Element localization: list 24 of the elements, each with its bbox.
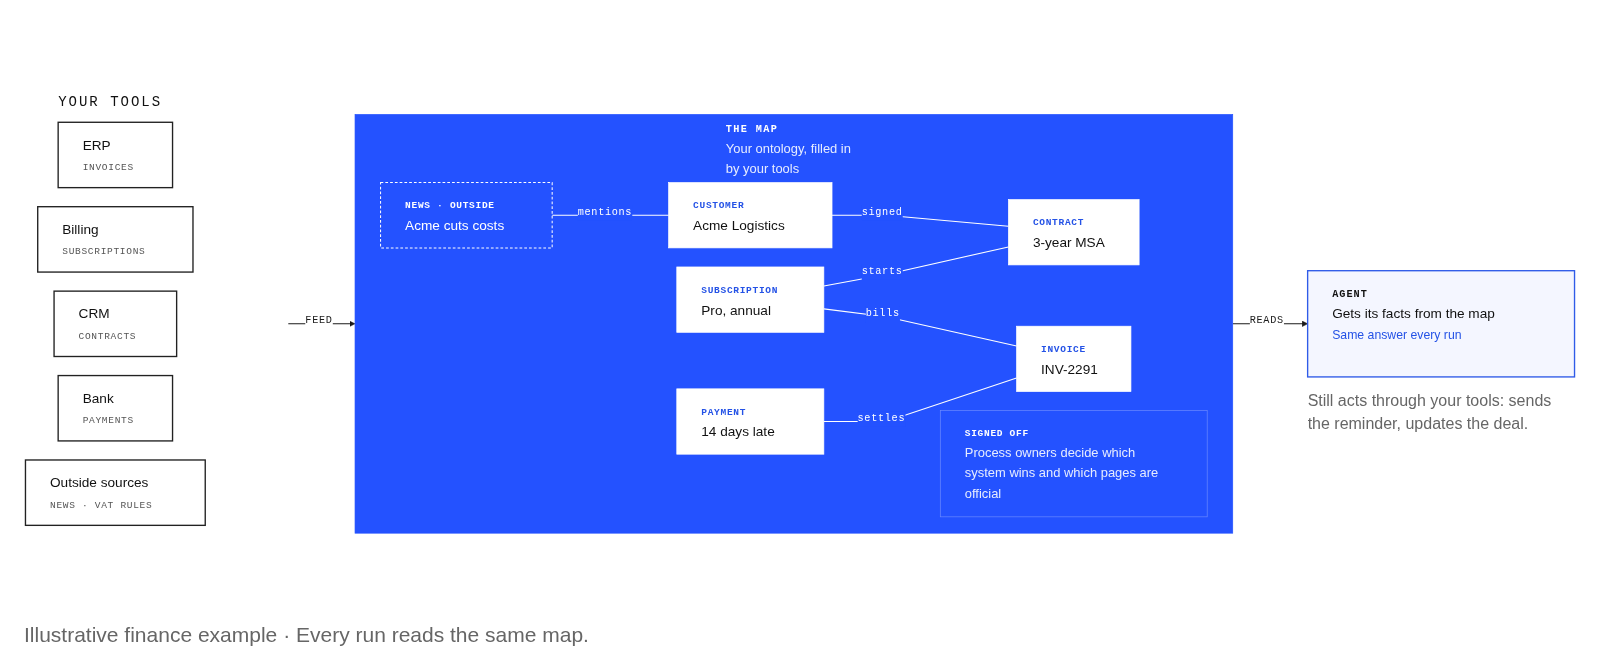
- edge-label: READS: [1249, 315, 1284, 327]
- caption: Illustrative finance example · Every run reads the same map.: [24, 623, 589, 647]
- note-text: Still acts through your tools: sends the reminder, updates the deal.: [1307, 391, 1553, 435]
- column-heading: YOUR TOOLS: [58, 94, 163, 111]
- node-box: ERP INVOICES: [57, 121, 174, 189]
- node-box: SUBSCRIPTION Pro, annual: [676, 266, 825, 333]
- edge-label: bills: [865, 307, 900, 320]
- node-box: PAYMENT 14 days late: [676, 388, 825, 455]
- node-box: INVOICE INV-2291: [1016, 326, 1132, 393]
- edge-label: settles: [857, 412, 906, 425]
- node-box: Billing SUBSCRIPTIONS: [37, 206, 194, 273]
- node-box: CUSTOMER Acme Logistics: [668, 182, 833, 249]
- node-box: NEWS · OUTSIDE Acme cuts costs: [380, 182, 553, 249]
- edge-label: starts: [861, 265, 903, 278]
- node-box: CONTRACT 3-year MSA: [1008, 199, 1140, 266]
- edge-label: FEED: [305, 315, 333, 327]
- node-box: AGENT Gets its facts from the map Same answer every run: [1306, 270, 1576, 378]
- node-box: SIGNED OFF Process owners decide which system wins and which pages are official: [939, 410, 1208, 518]
- node-box: Bank PAYMENTS: [57, 375, 174, 442]
- edge-label: mentions: [577, 206, 633, 219]
- connector: [823, 246, 1009, 287]
- node-box: Outside sources NEWS · VAT RULES: [24, 459, 206, 527]
- edge-label: signed: [861, 206, 903, 219]
- node-box: CRM CONTRACTS: [53, 290, 178, 358]
